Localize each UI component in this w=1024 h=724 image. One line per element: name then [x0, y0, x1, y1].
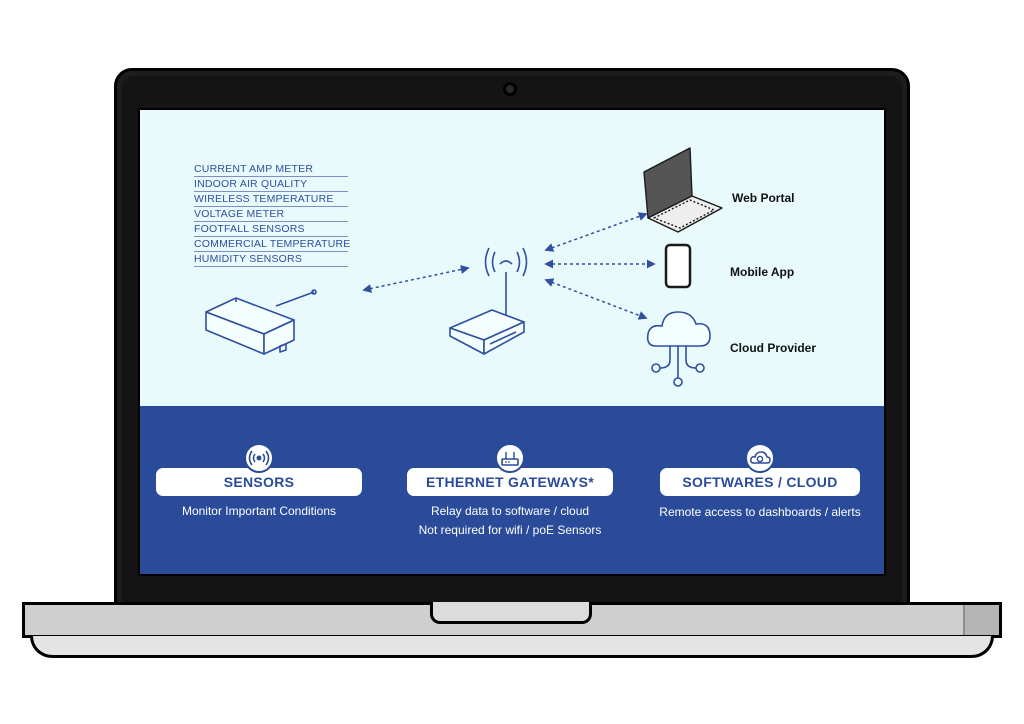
webcam-icon [503, 82, 517, 96]
gateways-description-2: Not required for wifi / poE Sensors [418, 523, 602, 537]
connection-arrows [362, 212, 656, 320]
laptop-icon [643, 147, 723, 233]
gateways-title: ETHERNET GATEWAYS* [407, 468, 613, 496]
sensor-type-item: COMMERCIAL TEMPERATURE [194, 238, 351, 252]
sensor-type-item: INDOOR AIR QUALITY [194, 177, 348, 192]
sensor-type-list: CURRENT AMP METER INDOOR AIR QUALITY WIR… [194, 162, 351, 267]
sensor-type-item: WIRELESS TEMPERATURE [194, 192, 348, 207]
laptop-screen [138, 108, 886, 576]
mobile-app-label: Mobile App [730, 265, 795, 279]
software-cloud-description: Remote access to dashboards / alerts [659, 505, 861, 519]
sensors-description: Monitor Important Conditions [181, 504, 337, 518]
gateways-description-1: Relay data to software / cloud [430, 504, 590, 518]
cloud-provider-label: Cloud Provider [730, 341, 817, 355]
mobile-phone-icon [664, 243, 692, 289]
sensor-type-item: FOOTFALL SENSORS [194, 222, 348, 237]
sensor-type-item: VOLTAGE METER [194, 207, 348, 222]
radio-signal-icon [244, 443, 274, 473]
cloud-icon [646, 311, 711, 387]
sensor-type-item: HUMIDITY SENSORS [194, 252, 348, 267]
gateway-router-icon [449, 247, 528, 355]
sensor-device-icon [205, 289, 317, 355]
laptop-base-side [963, 605, 999, 635]
laptop-notch [430, 602, 592, 624]
router-icon [495, 443, 525, 473]
sensor-type-item: CURRENT AMP METER [194, 162, 348, 177]
sensors-title: SENSORS [156, 468, 362, 496]
web-portal-label: Web Portal [732, 191, 795, 205]
cloud-settings-icon [745, 443, 775, 473]
